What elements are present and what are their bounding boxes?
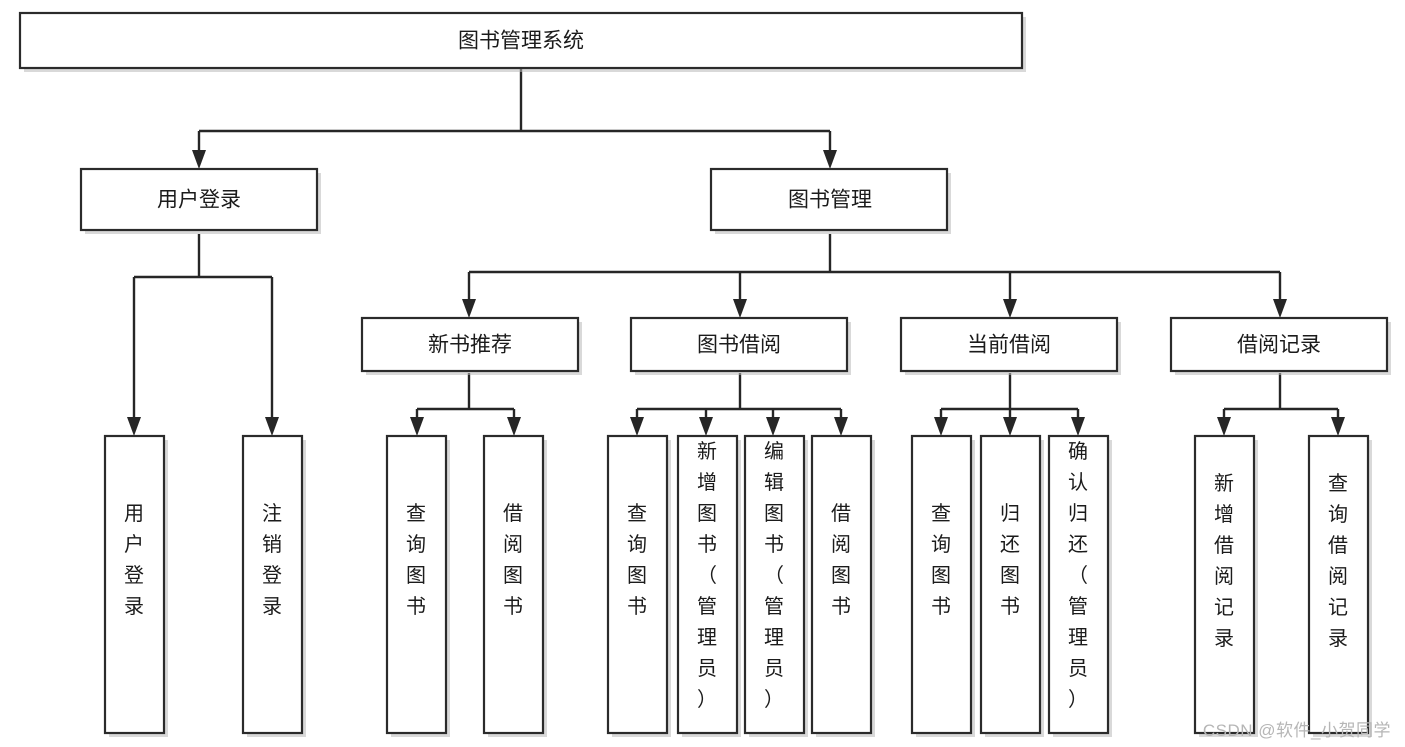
arrow-to-leaf-confirm-return xyxy=(1071,417,1085,436)
arrow-to-user-login xyxy=(192,150,206,169)
node-leaf-query-book-2[interactable]: 查询图书 xyxy=(606,434,671,737)
node-borrow-record[interactable]: 借阅记录 xyxy=(1169,316,1391,375)
root-box xyxy=(18,11,1024,70)
node-leaf-add-book[interactable]: 新增图书（管理员） xyxy=(676,434,741,737)
leaf-logout-box xyxy=(241,434,304,735)
leaf-query-book-2-box xyxy=(606,434,669,735)
arrow-to-book-manage xyxy=(823,150,837,169)
leaf-add-record-box xyxy=(1193,434,1256,735)
node-new-book-recommend[interactable]: 新书推荐 xyxy=(360,316,582,375)
arrow-to-new-book-recommend xyxy=(462,299,476,318)
leaf-query-book-3-box xyxy=(910,434,973,735)
leaf-borrow-book-1-label: 借阅图书 xyxy=(503,502,523,618)
node-leaf-logout[interactable]: 注销登录 xyxy=(241,434,306,737)
leaf-add-record-label: 新增借阅记录 xyxy=(1214,472,1234,650)
edge-userlogin-bus xyxy=(132,234,274,423)
leaf-query-book-2-label: 查询图书 xyxy=(627,502,647,618)
leaf-confirm-return-label: 确认归还（管理员） xyxy=(1068,440,1088,711)
book-borrow-label: 图书借阅 xyxy=(697,334,781,357)
edge-bookborrow-bus xyxy=(635,373,843,423)
node-leaf-query-book-3[interactable]: 查询图书 xyxy=(910,434,975,737)
book-manage-label: 图书管理 xyxy=(788,189,872,212)
edge-root-bus xyxy=(197,68,832,156)
leaf-edit-book-box xyxy=(743,434,806,735)
arrow-to-leaf-user-login xyxy=(127,417,141,436)
leaf-user-login-label: 用户登录 xyxy=(124,503,144,618)
leaf-edit-book-label: 编辑图书（管理员） xyxy=(764,440,784,711)
leaf-query-record-label: 查询借阅记录 xyxy=(1328,472,1348,650)
leaf-query-book-1-label: 查询图书 xyxy=(406,502,426,618)
arrow-to-leaf-query-book-1 xyxy=(410,417,424,436)
node-leaf-borrow-book-1[interactable]: 借阅图书 xyxy=(482,434,547,737)
leaf-query-book-3-label: 查询图书 xyxy=(931,502,951,618)
edge-borrowrecord-bus xyxy=(1222,373,1340,423)
node-leaf-borrow-book-2[interactable]: 借阅图书 xyxy=(810,434,875,737)
edge-newbook-bus xyxy=(415,373,516,423)
new-book-recommend-label: 新书推荐 xyxy=(428,334,512,357)
edge-bookmanage-bus xyxy=(467,234,1282,305)
node-leaf-query-book-1[interactable]: 查询图书 xyxy=(385,434,450,737)
node-leaf-edit-book[interactable]: 编辑图书（管理员） xyxy=(743,434,808,737)
arrow-to-book-borrow xyxy=(733,299,747,318)
node-current-borrow[interactable]: 当前借阅 xyxy=(899,316,1121,375)
user-login-box xyxy=(79,167,319,232)
arrow-to-leaf-edit-book xyxy=(766,417,780,436)
edges-layer xyxy=(127,68,1345,436)
current-borrow-box xyxy=(899,316,1119,373)
edge-currentborrow-bus xyxy=(939,373,1080,423)
borrow-record-box xyxy=(1169,316,1389,373)
leaf-user-login-box xyxy=(103,434,166,735)
csdn-watermark: CSDN @软件_小贺同学 xyxy=(1202,721,1391,740)
node-leaf-add-record[interactable]: 新增借阅记录 xyxy=(1193,434,1258,737)
arrow-to-leaf-return-book xyxy=(1003,417,1017,436)
leaf-query-record-box xyxy=(1307,434,1370,735)
node-leaf-query-record[interactable]: 查询借阅记录 xyxy=(1307,434,1372,737)
node-root-system[interactable]: 图书管理系统 xyxy=(18,11,1026,72)
node-book-manage[interactable]: 图书管理 xyxy=(709,167,951,234)
current-borrow-label: 当前借阅 xyxy=(967,334,1051,357)
leaf-confirm-return-box xyxy=(1047,434,1110,735)
node-user-login[interactable]: 用户登录 xyxy=(79,167,321,234)
user-login-label: 用户登录 xyxy=(157,189,241,212)
arrow-to-leaf-borrow-book-2 xyxy=(834,417,848,436)
node-leaf-user-login[interactable]: 用户登录 xyxy=(103,434,168,737)
leaf-query-book-1-box xyxy=(385,434,448,735)
node-leaf-confirm-return[interactable]: 确认归还（管理员） xyxy=(1047,434,1112,737)
arrow-to-leaf-query-book-3 xyxy=(934,417,948,436)
arrow-to-leaf-add-record xyxy=(1217,417,1231,436)
leaf-logout-label: 注销登录 xyxy=(262,502,282,618)
leaf-return-book-box xyxy=(979,434,1042,735)
node-book-borrow[interactable]: 图书借阅 xyxy=(629,316,851,375)
new-book-recommend-box xyxy=(360,316,580,373)
book-manage-box xyxy=(709,167,949,232)
leaf-borrow-book-1-box xyxy=(482,434,545,735)
arrow-to-leaf-query-record xyxy=(1331,417,1345,436)
arrow-to-leaf-query-book-2 xyxy=(630,417,644,436)
leaf-borrow-book-2-label: 借阅图书 xyxy=(831,502,851,618)
arrow-to-leaf-logout xyxy=(265,417,279,436)
arrow-to-current-borrow xyxy=(1003,299,1017,318)
arrow-to-leaf-borrow-book-1 xyxy=(507,417,521,436)
root-label: 图书管理系统 xyxy=(458,30,584,53)
leaf-add-book-label: 新增图书（管理员） xyxy=(697,440,717,711)
leaf-add-book-box xyxy=(676,434,739,735)
book-borrow-box xyxy=(629,316,849,373)
node-leaf-return-book[interactable]: 归还图书 xyxy=(979,434,1044,737)
arrow-to-borrow-record xyxy=(1273,299,1287,318)
arrow-to-leaf-add-book xyxy=(699,417,713,436)
borrow-record-label: 借阅记录 xyxy=(1237,334,1321,357)
leaf-return-book-label: 归还图书 xyxy=(1000,502,1020,618)
leaf-borrow-book-2-box xyxy=(810,434,873,735)
